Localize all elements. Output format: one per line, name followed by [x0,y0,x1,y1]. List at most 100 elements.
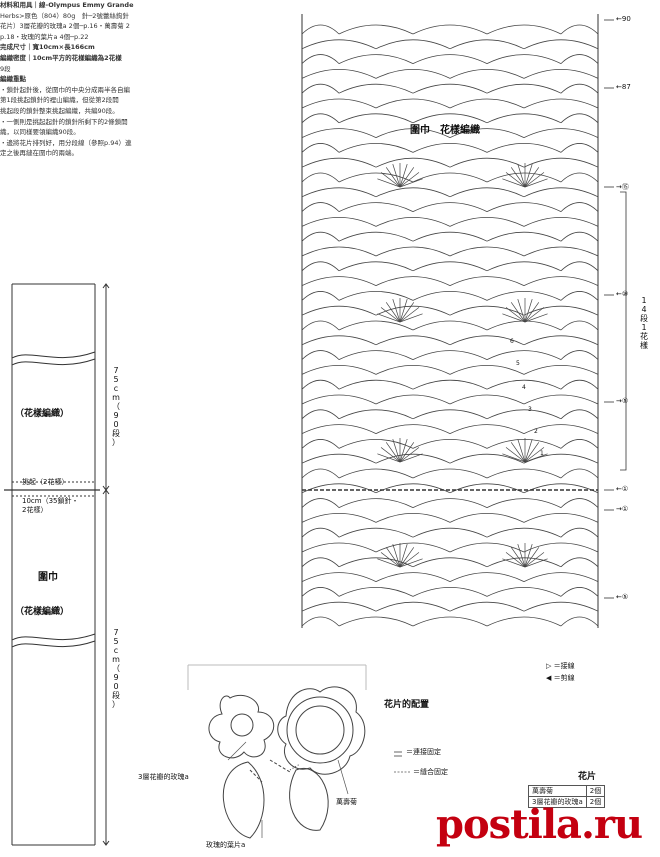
motif-table-title: 花片 [578,772,597,782]
chain-arch [301,202,340,212]
chain-arch [560,143,599,153]
chain-arch [375,246,451,257]
chain-arch [449,246,525,257]
chart-fans [377,163,548,568]
chain-arch [301,483,377,494]
chain-arch [375,39,451,50]
chain-arch [412,468,488,479]
chain-arch [486,24,562,35]
chain-arch [449,542,525,553]
chain-arch [560,527,599,538]
fan-stitch [399,547,415,568]
row-label: ←90 [616,15,631,23]
chain-arch [301,128,377,138]
chart-row-number: 4 [522,384,526,391]
chain-arch [301,113,340,124]
chain-arch [301,513,377,523]
chain-arch [449,513,525,523]
chain-arch [301,24,340,35]
chain-arch [523,601,599,612]
row-label: →⑮ [616,183,629,191]
chain-arch [338,83,414,94]
note-line: 完成尺寸｜寬10cm×長166cm [0,43,95,52]
fan-stitch [399,167,415,188]
chain-arch [301,276,377,286]
fan-stitch [399,453,423,463]
chain-arch [412,172,488,183]
shell-fan [377,543,423,568]
chain-arch [338,498,414,508]
fan-stitch [505,172,526,188]
chain-arch [560,202,599,212]
note-line: 定之後再縫在圍巾的兩端。 [0,149,78,158]
chain-arch [375,542,451,553]
rose-motif-outline [208,694,275,759]
chart-title: 圍巾 花樣編織 [410,125,480,136]
chain-arch [375,217,451,227]
chain-arch [412,113,488,124]
chain-arch [412,320,488,331]
chain-arch [449,572,525,582]
chain-arch [338,291,414,301]
note-line: 材料和用具｜線-Olympus Emmy Grande [0,1,134,9]
chain-arch [301,98,377,109]
chart-row-number: 6 [510,338,514,345]
fan-stitch [399,447,420,463]
shell-fan [502,298,548,323]
motif-name: 萬壽菊 [528,785,587,797]
fan-stitch [380,552,401,568]
chain-arch [338,202,414,212]
fan-stitch [517,543,526,568]
row-arrows [604,19,614,599]
placement-legend-sew: ＝縫合固定 [413,768,448,776]
chain-arch [301,187,377,198]
chain-arch [523,335,599,346]
row-label: ←⑤ [616,593,629,601]
note-line: p.18・玫瑰的葉片a 4個─p.22 [0,32,89,41]
fan-stitch [524,552,545,568]
chain-arch [486,261,562,272]
chain-arch [301,54,340,64]
chart-row-number: 1 [540,450,544,457]
fan-stitch [524,438,533,463]
fan-stitch [392,543,401,568]
chain-arch [486,231,562,242]
chain-arch [486,468,562,479]
fan-stitch [524,453,548,463]
legend-cut: ◀ ＝剪線 [546,674,575,682]
fan-stitch [377,558,401,568]
chain-arch [486,527,562,538]
chain-arch [301,587,340,597]
chain-arch [412,527,488,538]
chain-arch [375,69,451,79]
fan-stitch [399,543,408,568]
chain-arch [375,98,451,109]
chain-arch [449,453,525,464]
chain-arch [560,350,599,360]
chain-arch [560,320,599,331]
fan-stitch [510,167,526,188]
fan-stitch [524,302,540,323]
chain-arch [560,113,599,124]
note-line: 第1段挑起鎖針的裡山編織，但從第2段開 [0,96,119,105]
chain-arch [523,483,599,494]
chain-arch [523,69,599,79]
fan-stitch [505,447,526,463]
chain-arch [301,261,340,272]
chart-arches [301,24,599,627]
fan-stitch [510,442,526,463]
chain-arch [375,157,451,168]
chain-arch [375,394,451,405]
chain-arch [301,143,340,153]
chain-arch [449,157,525,168]
chain-arch [375,453,451,464]
chain-arch [412,291,488,301]
chain-arch [523,276,599,286]
fan-stitch [524,172,545,188]
chain-arch [560,83,599,94]
chain-arch [523,128,599,138]
chain-arch [486,379,562,390]
chain-arch [301,409,340,420]
note-line: 花片）3層花瓣的玫瑰a 2個─p.16・萬壽菊 2 [0,22,130,31]
chain-arch [338,616,414,627]
